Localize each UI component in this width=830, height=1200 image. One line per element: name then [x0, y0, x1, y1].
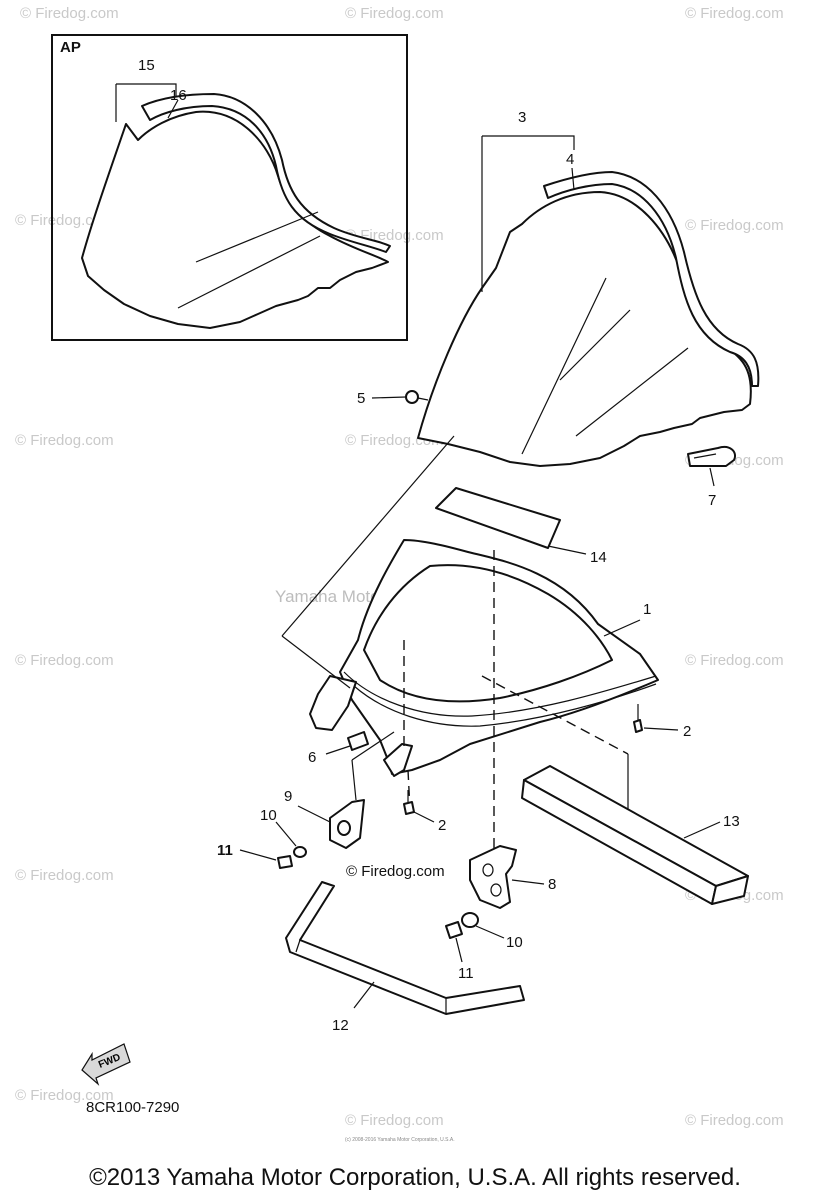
windshield-hatch-line — [575, 347, 689, 437]
callout-9-leader — [297, 805, 331, 823]
bracket-9: 9 — [284, 788, 365, 849]
diagram-code: 8CR100-7290 — [86, 1099, 179, 1116]
callout-6: 6 — [308, 749, 316, 766]
watermark: © Firedog.com — [20, 5, 119, 22]
assembly-lines — [281, 435, 629, 848]
inset-label: AP — [60, 39, 81, 56]
bracket-8: 8 — [469, 845, 556, 909]
watermark: © Firedog.com — [15, 212, 114, 229]
callout-4: 4 — [566, 151, 574, 168]
callout-4-leader — [571, 167, 575, 191]
grommet-6: 6 — [308, 731, 369, 766]
cowling-rim — [343, 671, 657, 717]
watermark: © Firedog.com — [15, 867, 114, 884]
foam-block-end — [711, 875, 749, 905]
callout-10a-leader — [275, 821, 297, 847]
watermark: © Firedog.com — [345, 5, 444, 22]
windshield-panel — [417, 191, 752, 467]
watermark: © Firedog.com — [685, 217, 784, 234]
windshield: 3 4 — [417, 109, 760, 467]
cowling-1: 1 — [309, 539, 659, 777]
screw-5: 5 — [357, 390, 429, 407]
nut-11-left: 11 — [217, 842, 293, 869]
callout-14-leader — [547, 545, 587, 555]
callout-3: 3 — [518, 109, 526, 126]
callout-2a-leader — [643, 727, 679, 731]
bolt-2-lower: 2 — [403, 790, 446, 834]
callout-11a-leader — [239, 849, 277, 861]
windshield-hatch-line — [559, 309, 631, 381]
cowling-side-flap — [309, 675, 357, 731]
fwd-arrow-shape — [81, 1043, 131, 1086]
callout-14: 14 — [590, 549, 607, 566]
callout-11b-leader — [455, 937, 463, 963]
callout-5-leader — [371, 396, 407, 399]
callout-8: 8 — [548, 876, 556, 893]
windshield-trim — [543, 171, 760, 387]
callout-10b-leader — [475, 925, 505, 939]
callout-16: 16 — [170, 87, 187, 104]
watermark: © Firedog.com — [15, 652, 114, 669]
callout-6-leader — [325, 745, 351, 755]
callout-11: 11 — [458, 965, 474, 982]
nut-11-right: 11 — [445, 921, 474, 982]
watermark: © Firedog.com — [685, 1112, 784, 1129]
callout-1: 1 — [643, 601, 651, 618]
inset-ap: AP 15 16 — [51, 34, 408, 341]
fine-print-watermark: (c) 2008-2016 Yamaha Motor Corporation, … — [345, 1137, 455, 1143]
callout-12: 12 — [332, 1017, 349, 1034]
inset-hatch-line — [195, 211, 319, 263]
callout-5: 5 — [357, 390, 365, 407]
callout-8-leader — [511, 879, 545, 885]
inset-frame — [51, 34, 408, 341]
inset-trim-molding — [141, 93, 391, 253]
callout-2: 2 — [683, 723, 691, 740]
watermark: © Firedog.com — [15, 1087, 114, 1104]
washer-10-right: 10 — [461, 912, 523, 951]
watermark: © Firedog.com — [685, 5, 784, 22]
callout-10: 10 — [260, 807, 277, 824]
callout-7-leader — [709, 467, 715, 487]
inset-hatch-line — [177, 235, 321, 309]
callout-16-leader — [167, 99, 179, 119]
callout-15-bracket — [115, 83, 177, 122]
cowling-opening — [363, 564, 613, 703]
foam-block-13: 13 — [521, 765, 749, 905]
callout-2b-leader — [413, 811, 435, 823]
callout-9: 9 — [284, 788, 292, 805]
callout-7: 7 — [708, 492, 716, 509]
callout-13-leader — [683, 821, 721, 839]
callout-10: 10 — [506, 934, 523, 951]
cowling-lower-lip — [383, 743, 413, 777]
windshield-hatch-line — [521, 277, 607, 455]
pad-14: 14 — [435, 487, 607, 566]
callout-12-leader — [353, 981, 375, 1009]
foam-block-top — [523, 765, 749, 887]
callout-11: 11 — [217, 842, 233, 859]
bolt-2-right: 2 — [633, 704, 691, 740]
callout-13: 13 — [723, 813, 740, 830]
watermark: © Firedog.com — [345, 1112, 444, 1129]
callout-3-bracket — [481, 135, 575, 292]
fwd-arrow: FWD — [81, 1043, 131, 1086]
callout-2: 2 — [438, 817, 446, 834]
watermark: © Firedog.com — [15, 432, 114, 449]
inset-windshield — [81, 110, 389, 329]
washer-10-left: 10 — [260, 807, 307, 858]
callout-15: 15 — [138, 57, 155, 74]
watermark: © Firedog.com — [685, 652, 784, 669]
seal-12: 12 — [285, 881, 525, 1034]
callout-1-leader — [603, 619, 641, 637]
pad-14-shape — [435, 487, 561, 549]
seal-12-shape — [285, 881, 525, 1015]
bracket-7: 7 — [687, 446, 736, 509]
copyright-notice: ©2013 Yamaha Motor Corporation, U.S.A. A… — [89, 1164, 741, 1191]
inline-watermark: © Firedog.com — [346, 863, 445, 880]
cowling-rim — [353, 683, 657, 727]
